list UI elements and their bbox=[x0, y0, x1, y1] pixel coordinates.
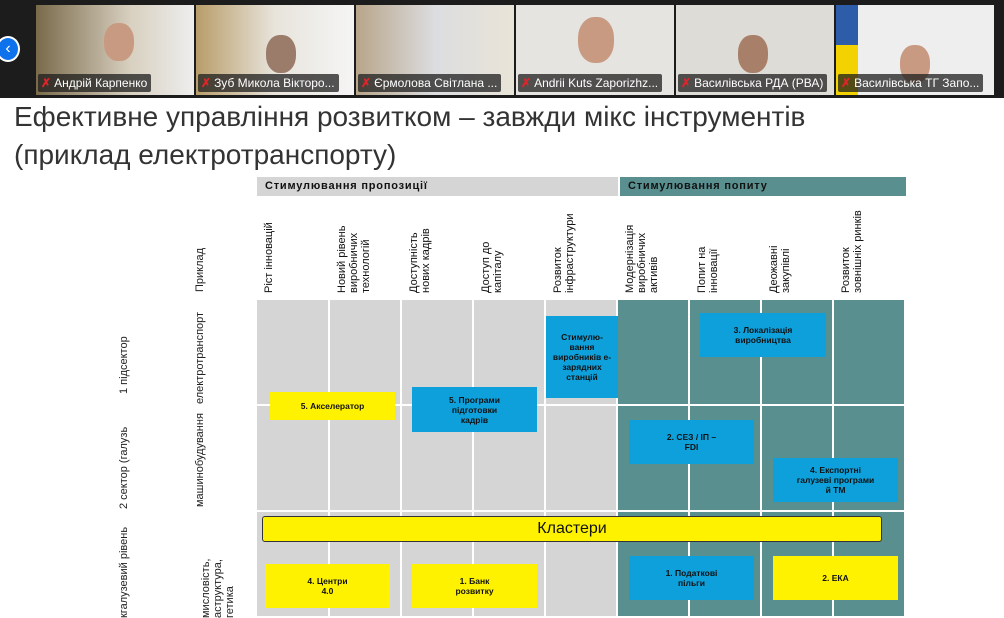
participant-tile[interactable]: ✗Василівська ТГ Запо... bbox=[836, 5, 994, 95]
supply-header: Стимулювання пропозиції bbox=[257, 177, 618, 196]
column-header: Попит на інновації bbox=[696, 246, 720, 293]
tool-centers: 4. Центри 4.0 bbox=[265, 564, 390, 608]
row-level: 2 сектор (галузь bbox=[118, 426, 130, 510]
participant-tile[interactable]: ✗Andrii Kuts Zaporizhz... bbox=[516, 5, 674, 95]
tool-bank: 1. Банк розвитку bbox=[412, 564, 537, 608]
mic-off-icon: ✗ bbox=[201, 76, 212, 90]
column-header: Деожавні закупівлі bbox=[768, 245, 792, 293]
title-line-1: Ефективне управління розвитком – завжди … bbox=[14, 101, 806, 132]
matrix-cell bbox=[546, 406, 616, 510]
matrix-cell bbox=[834, 300, 904, 404]
participant-name: Єрмолова Світлана ... bbox=[374, 76, 498, 90]
matrix-cell bbox=[330, 406, 400, 510]
matrix-cell bbox=[257, 300, 328, 404]
matrix-cell bbox=[474, 300, 544, 404]
column-header: Розвиток інфраструктури bbox=[552, 213, 576, 293]
column-header: Розвиток зовнішніх ринків bbox=[840, 210, 864, 293]
mic-off-icon: ✗ bbox=[361, 76, 372, 90]
mic-off-icon: ✗ bbox=[841, 76, 852, 90]
matrix-cell bbox=[330, 300, 400, 404]
demand-header: Стимулювання попиту bbox=[620, 177, 906, 196]
slide-title: Ефективне управління розвитком – завжди … bbox=[14, 98, 805, 174]
tool-localization: 3. Локалізація виробництва bbox=[700, 313, 826, 357]
tool-charging-stations: Стимулю- вання виробників е-зарядних ста… bbox=[546, 316, 618, 398]
column-header: Модернізація виробничих активів bbox=[624, 224, 660, 293]
column-header: Доступність нових кадрів bbox=[408, 228, 432, 293]
tool-training: 5. Програми підготовки кадрів bbox=[412, 387, 537, 432]
participant-tile[interactable]: ✗Василівська РДА (РВА) bbox=[676, 5, 834, 95]
matrix-cell bbox=[257, 406, 328, 510]
title-line-2: (приклад електротранспорту) bbox=[14, 139, 397, 170]
participant-strip: ✗Андрій Карпенко ✗Зуб Микола Вікторо... … bbox=[0, 0, 1004, 98]
row-level: 1 підсектор bbox=[118, 336, 130, 394]
participant-name: Andrii Kuts Zaporizhz... bbox=[534, 76, 659, 90]
matrix-cell bbox=[402, 300, 472, 404]
row-example: мисловість, аструктура, гетика bbox=[200, 558, 236, 618]
participant-name: Василівська РДА (РВА) bbox=[694, 76, 824, 90]
tool-tax: 1. Податкові пільги bbox=[629, 556, 754, 600]
column-header: Новий рівень виробничих технологій bbox=[336, 225, 372, 293]
tool-export: 4. Експортні галузеві програми й ТМ bbox=[773, 458, 898, 502]
participant-tile[interactable]: ✗Зуб Микола Вікторо... bbox=[196, 5, 354, 95]
column-header: Доступ до капіталу bbox=[480, 241, 504, 293]
tool-eca: 2. ЕКА bbox=[773, 556, 898, 600]
mic-off-icon: ✗ bbox=[521, 76, 532, 90]
mic-off-icon: ✗ bbox=[41, 76, 52, 90]
chevron-left-icon[interactable]: ‹ bbox=[0, 36, 20, 62]
row-example: електротранспорт bbox=[194, 311, 206, 405]
column-header: Ріст інновацій bbox=[263, 222, 275, 293]
example-label: Приклад bbox=[194, 247, 206, 293]
participant-name: Андрій Карпенко bbox=[54, 76, 148, 90]
tool-sez: 2. СЕЗ / ІП – FDI bbox=[629, 420, 754, 464]
row-level: кгалузевий рівень bbox=[118, 526, 130, 618]
tool-accelerator: 5. Акселератор bbox=[270, 392, 395, 420]
participant-tile[interactable]: ✗Андрій Карпенко bbox=[36, 5, 194, 95]
mic-off-icon: ✗ bbox=[681, 76, 692, 90]
matrix-cell bbox=[618, 300, 688, 404]
tool-clusters: Кластери bbox=[262, 516, 882, 542]
participant-name: Василівська ТГ Запо... bbox=[854, 76, 980, 90]
participant-tile[interactable]: ✗Єрмолова Світлана ... bbox=[356, 5, 514, 95]
participant-name: Зуб Микола Вікторо... bbox=[214, 76, 335, 90]
row-example: машинобудування bbox=[194, 413, 206, 507]
